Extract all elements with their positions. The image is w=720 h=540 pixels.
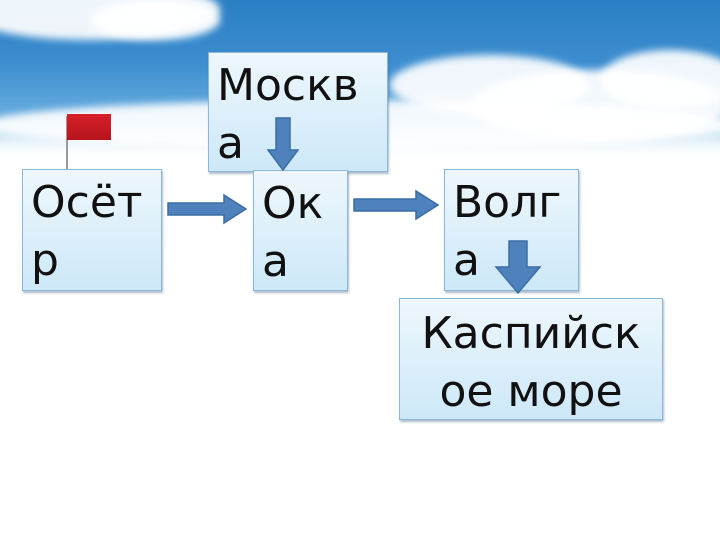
node-moskva: Москва — [208, 52, 388, 172]
arrow-osetr-to-oka — [167, 193, 248, 225]
flag-icon — [67, 114, 111, 140]
flag-pole — [66, 116, 68, 182]
arrow-volga-to-caspian — [494, 240, 542, 295]
node-osetr: Осётр — [22, 169, 162, 291]
arrow-moskva-to-oka — [266, 117, 300, 172]
node-caspian-sea: Каспийское море — [399, 298, 663, 420]
node-oka: Ока — [253, 170, 348, 291]
arrow-oka-to-volga — [353, 189, 440, 221]
